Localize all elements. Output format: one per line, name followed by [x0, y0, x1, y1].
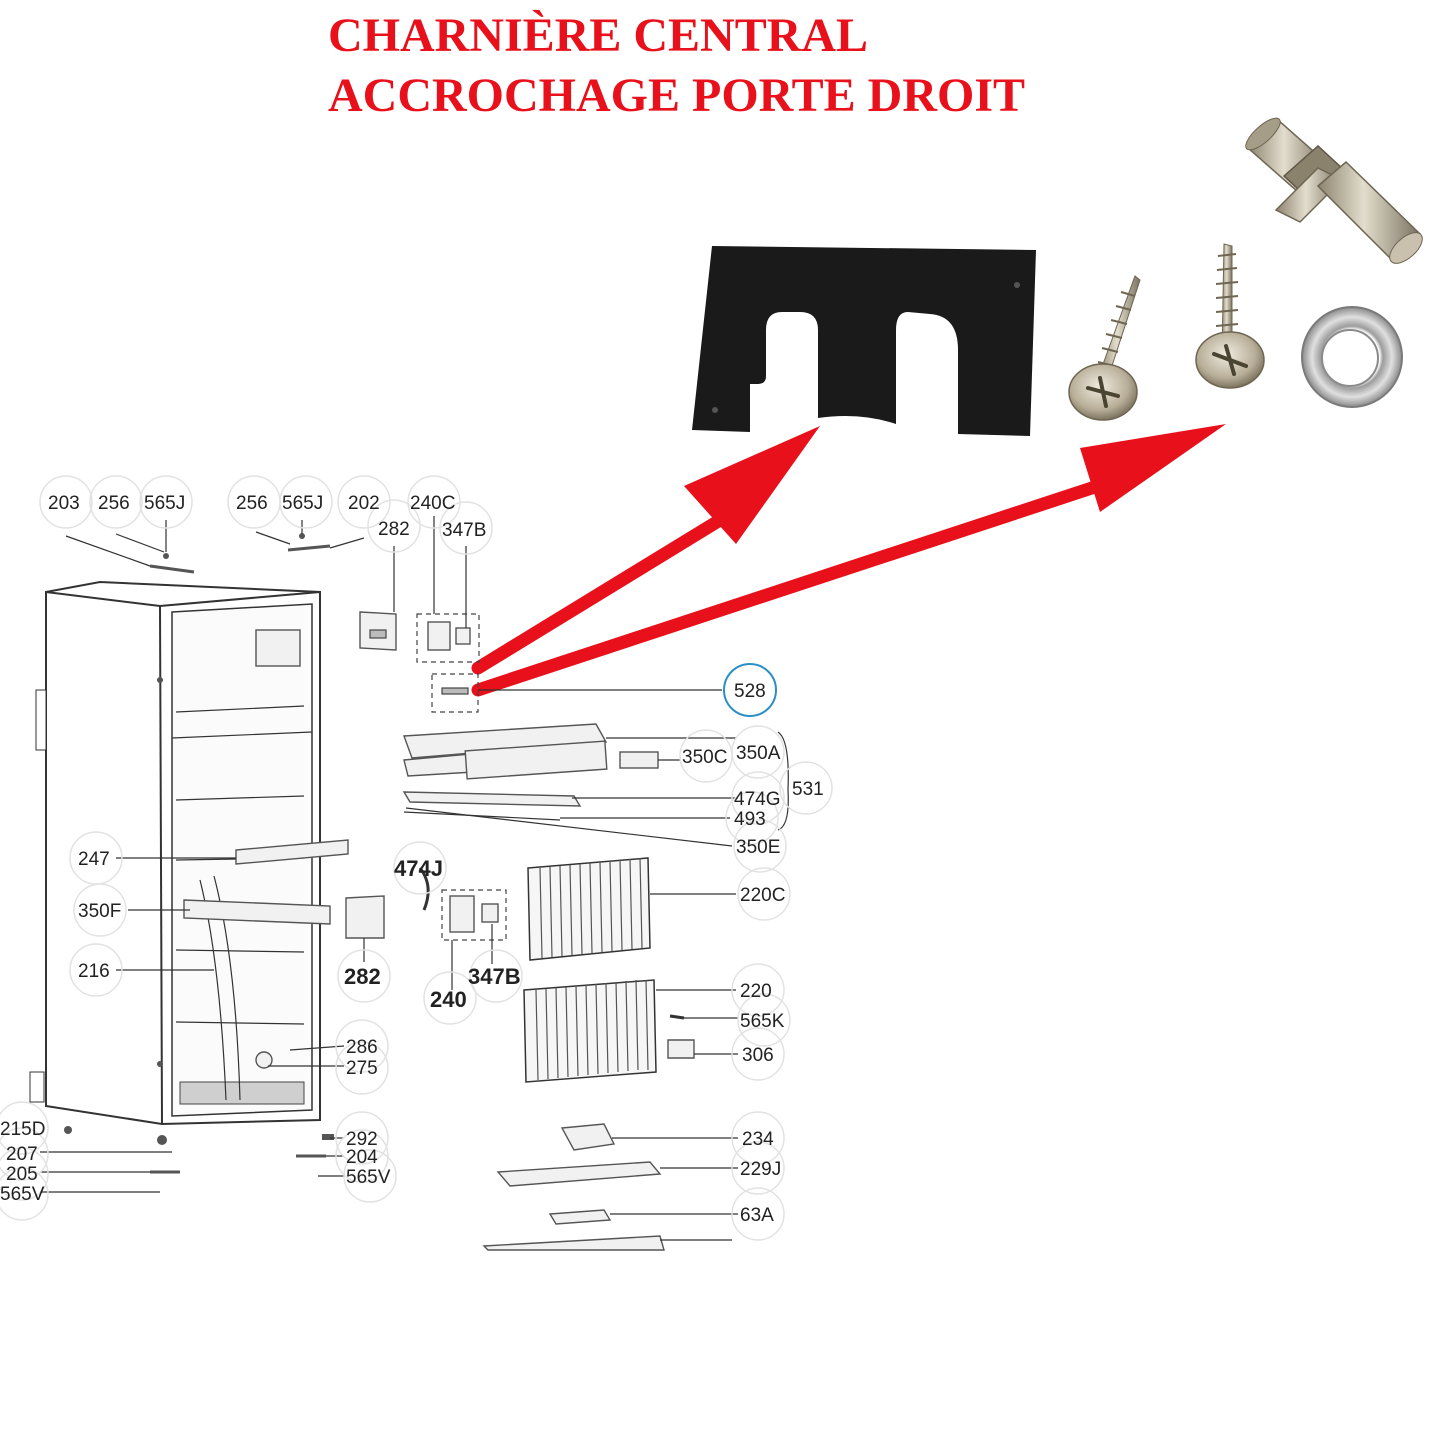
label-347b: 347B: [468, 964, 521, 989]
label-565j: 565J: [144, 493, 185, 514]
label-474g: 474G: [734, 789, 780, 810]
label-306: 306: [742, 1045, 774, 1066]
screw-photo-2: [1195, 243, 1265, 389]
label-493: 493: [734, 809, 766, 830]
label-275: 275: [346, 1058, 378, 1079]
plate-hole: [1014, 282, 1020, 288]
small-parts: [64, 1014, 695, 1251]
label-531: 531: [792, 779, 824, 800]
top-fixings: [149, 533, 331, 574]
label-204: 204: [346, 1147, 378, 1168]
label-256: 256: [236, 493, 268, 514]
label-202: 202: [348, 493, 380, 514]
label-256: 256: [98, 493, 130, 514]
screw-photo-1: [1068, 275, 1141, 421]
title-line-1: CHARNIÈRE CENTRAL: [328, 9, 869, 62]
label-circles: [0, 475, 833, 1241]
label-292: 292: [346, 1129, 378, 1150]
label-565v: 565V: [346, 1167, 391, 1188]
label-216: 216: [78, 961, 110, 982]
label-234: 234: [742, 1129, 774, 1150]
label-240: 240: [430, 987, 467, 1012]
upper-hinge-parts: [359, 611, 480, 713]
label-350f: 350F: [78, 901, 121, 922]
label-565v: 565V: [0, 1184, 45, 1205]
door-rail-assembly: [402, 723, 659, 821]
label-350a: 350A: [736, 743, 781, 764]
label-350c: 350C: [682, 747, 727, 768]
label-350e: 350E: [736, 837, 780, 858]
hinge-pin-photo: [1245, 117, 1423, 264]
cabinet-shelves: [183, 839, 349, 925]
label-347b: 347B: [442, 520, 486, 541]
highlight-circle-528: [723, 663, 777, 717]
washer-photo: [1301, 306, 1403, 408]
label-207: 207: [6, 1144, 38, 1165]
label-282: 282: [378, 519, 410, 540]
plate-hole: [712, 407, 718, 413]
fin-panel-upper: [527, 857, 651, 961]
label-205: 205: [6, 1164, 38, 1185]
label-282: 282: [344, 964, 381, 989]
red-arrow-to-screws: [471, 424, 1226, 697]
label-220c: 220C: [740, 885, 785, 906]
leader-lines: [40, 516, 789, 1241]
label-286: 286: [346, 1037, 378, 1058]
label-220: 220: [740, 981, 772, 1002]
lower-hinge-parts: [345, 867, 507, 941]
label-565j: 565J: [282, 493, 323, 514]
label-247: 247: [78, 849, 110, 870]
label-474j: 474J: [394, 856, 443, 881]
page-title: CHARNIÈRE CENTRAL ACCROCHAGE PORTE DROIT: [328, 6, 1025, 126]
label-63a: 63A: [740, 1205, 774, 1226]
label-240c: 240C: [410, 493, 455, 514]
label-528: 528: [734, 681, 766, 702]
spacer-plate-photo: [692, 246, 1036, 436]
label-229j: 229J: [740, 1159, 781, 1180]
label-565k: 565K: [740, 1011, 785, 1032]
label-215d: 215D: [0, 1119, 45, 1140]
fin-panel-lower: [523, 979, 657, 1083]
label-203: 203: [48, 493, 80, 514]
part-labels: 203 256 565J 256 565J 202 240C 282 347B …: [0, 493, 824, 1226]
title-line-2: ACCROCHAGE PORTE DROIT: [328, 69, 1026, 122]
red-arrow-to-plate: [471, 426, 820, 675]
